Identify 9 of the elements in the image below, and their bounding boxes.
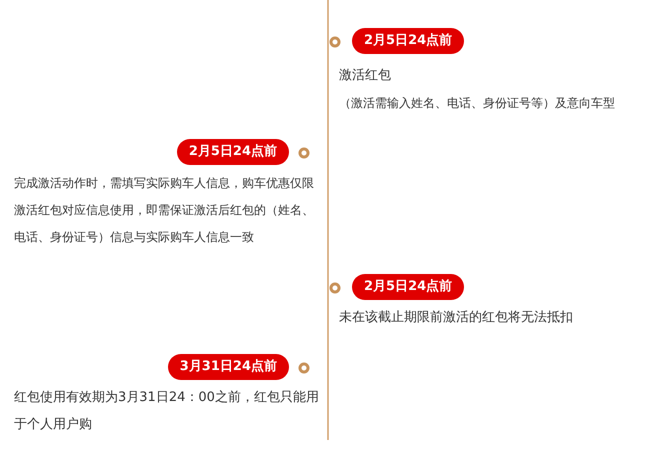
description-text: 激活红包 <box>339 67 392 85</box>
description-text: 红包使用有效期为3月31日24：00之前，红包只能用于个人用户购 <box>14 389 319 434</box>
date-badge: 3月31日24点前 <box>168 354 289 380</box>
date-badge: 2月5日24点前 <box>352 28 464 54</box>
description-text: 完成激活动作时，需填写实际购车人信息，购车优惠仅限激活红包对应信息使用，即需保证激活后红包的（姓名、电话、身份证号）信息与实际购车人信息一致 <box>14 175 315 246</box>
description-text: （激活需输入姓名、电话、身份证号等）及意向车型 <box>339 95 616 112</box>
date-badge: 2月5日24点前 <box>176 139 289 165</box>
date-badge: 2月5日24点前 <box>352 274 464 300</box>
description-text: 未在该截止期限前激活的红包将无法抵扣 <box>339 309 574 327</box>
